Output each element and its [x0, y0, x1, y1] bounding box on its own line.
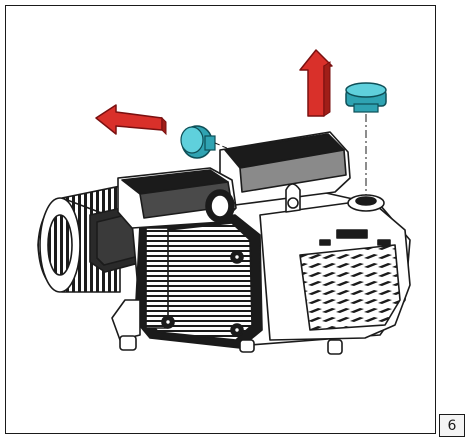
plug-icon [345, 82, 387, 113]
arrow-up-icon [299, 49, 333, 117]
figure-frame [5, 5, 436, 434]
vacuum-pump [37, 131, 411, 355]
arrow-left-icon [95, 104, 167, 136]
step-number-badge: 6 [439, 414, 465, 437]
plug-icon [180, 125, 216, 159]
